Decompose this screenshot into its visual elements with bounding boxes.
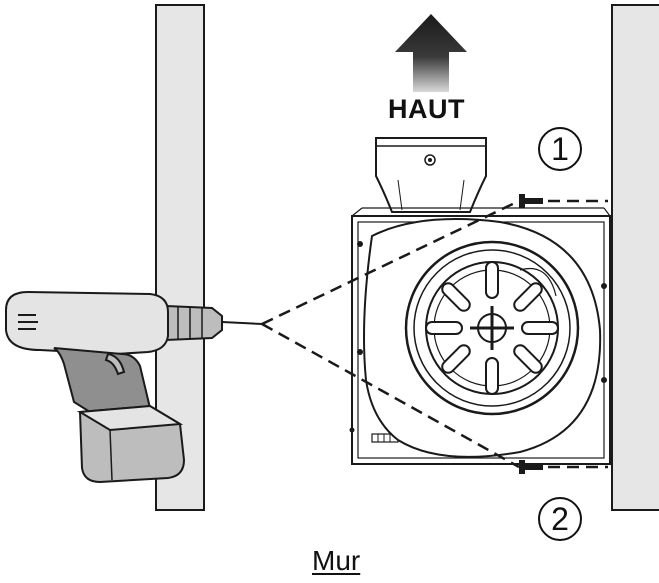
up-direction-label: HAUT: [388, 94, 465, 124]
wall-label: Mur: [312, 545, 361, 576]
drill-icon: [5, 290, 263, 484]
fan-wheel-icon: [404, 240, 580, 416]
step-2-callout: 2: [538, 497, 582, 541]
up-arrow-icon: [395, 14, 467, 92]
right-wall: [611, 4, 659, 511]
terminal-block: [371, 433, 399, 443]
fan-unit: [349, 137, 611, 465]
drill-guide-lines: [261, 199, 608, 469]
step-1-callout: 1: [538, 127, 582, 171]
screw-icon: [519, 460, 543, 474]
screw-icon: [519, 194, 543, 208]
